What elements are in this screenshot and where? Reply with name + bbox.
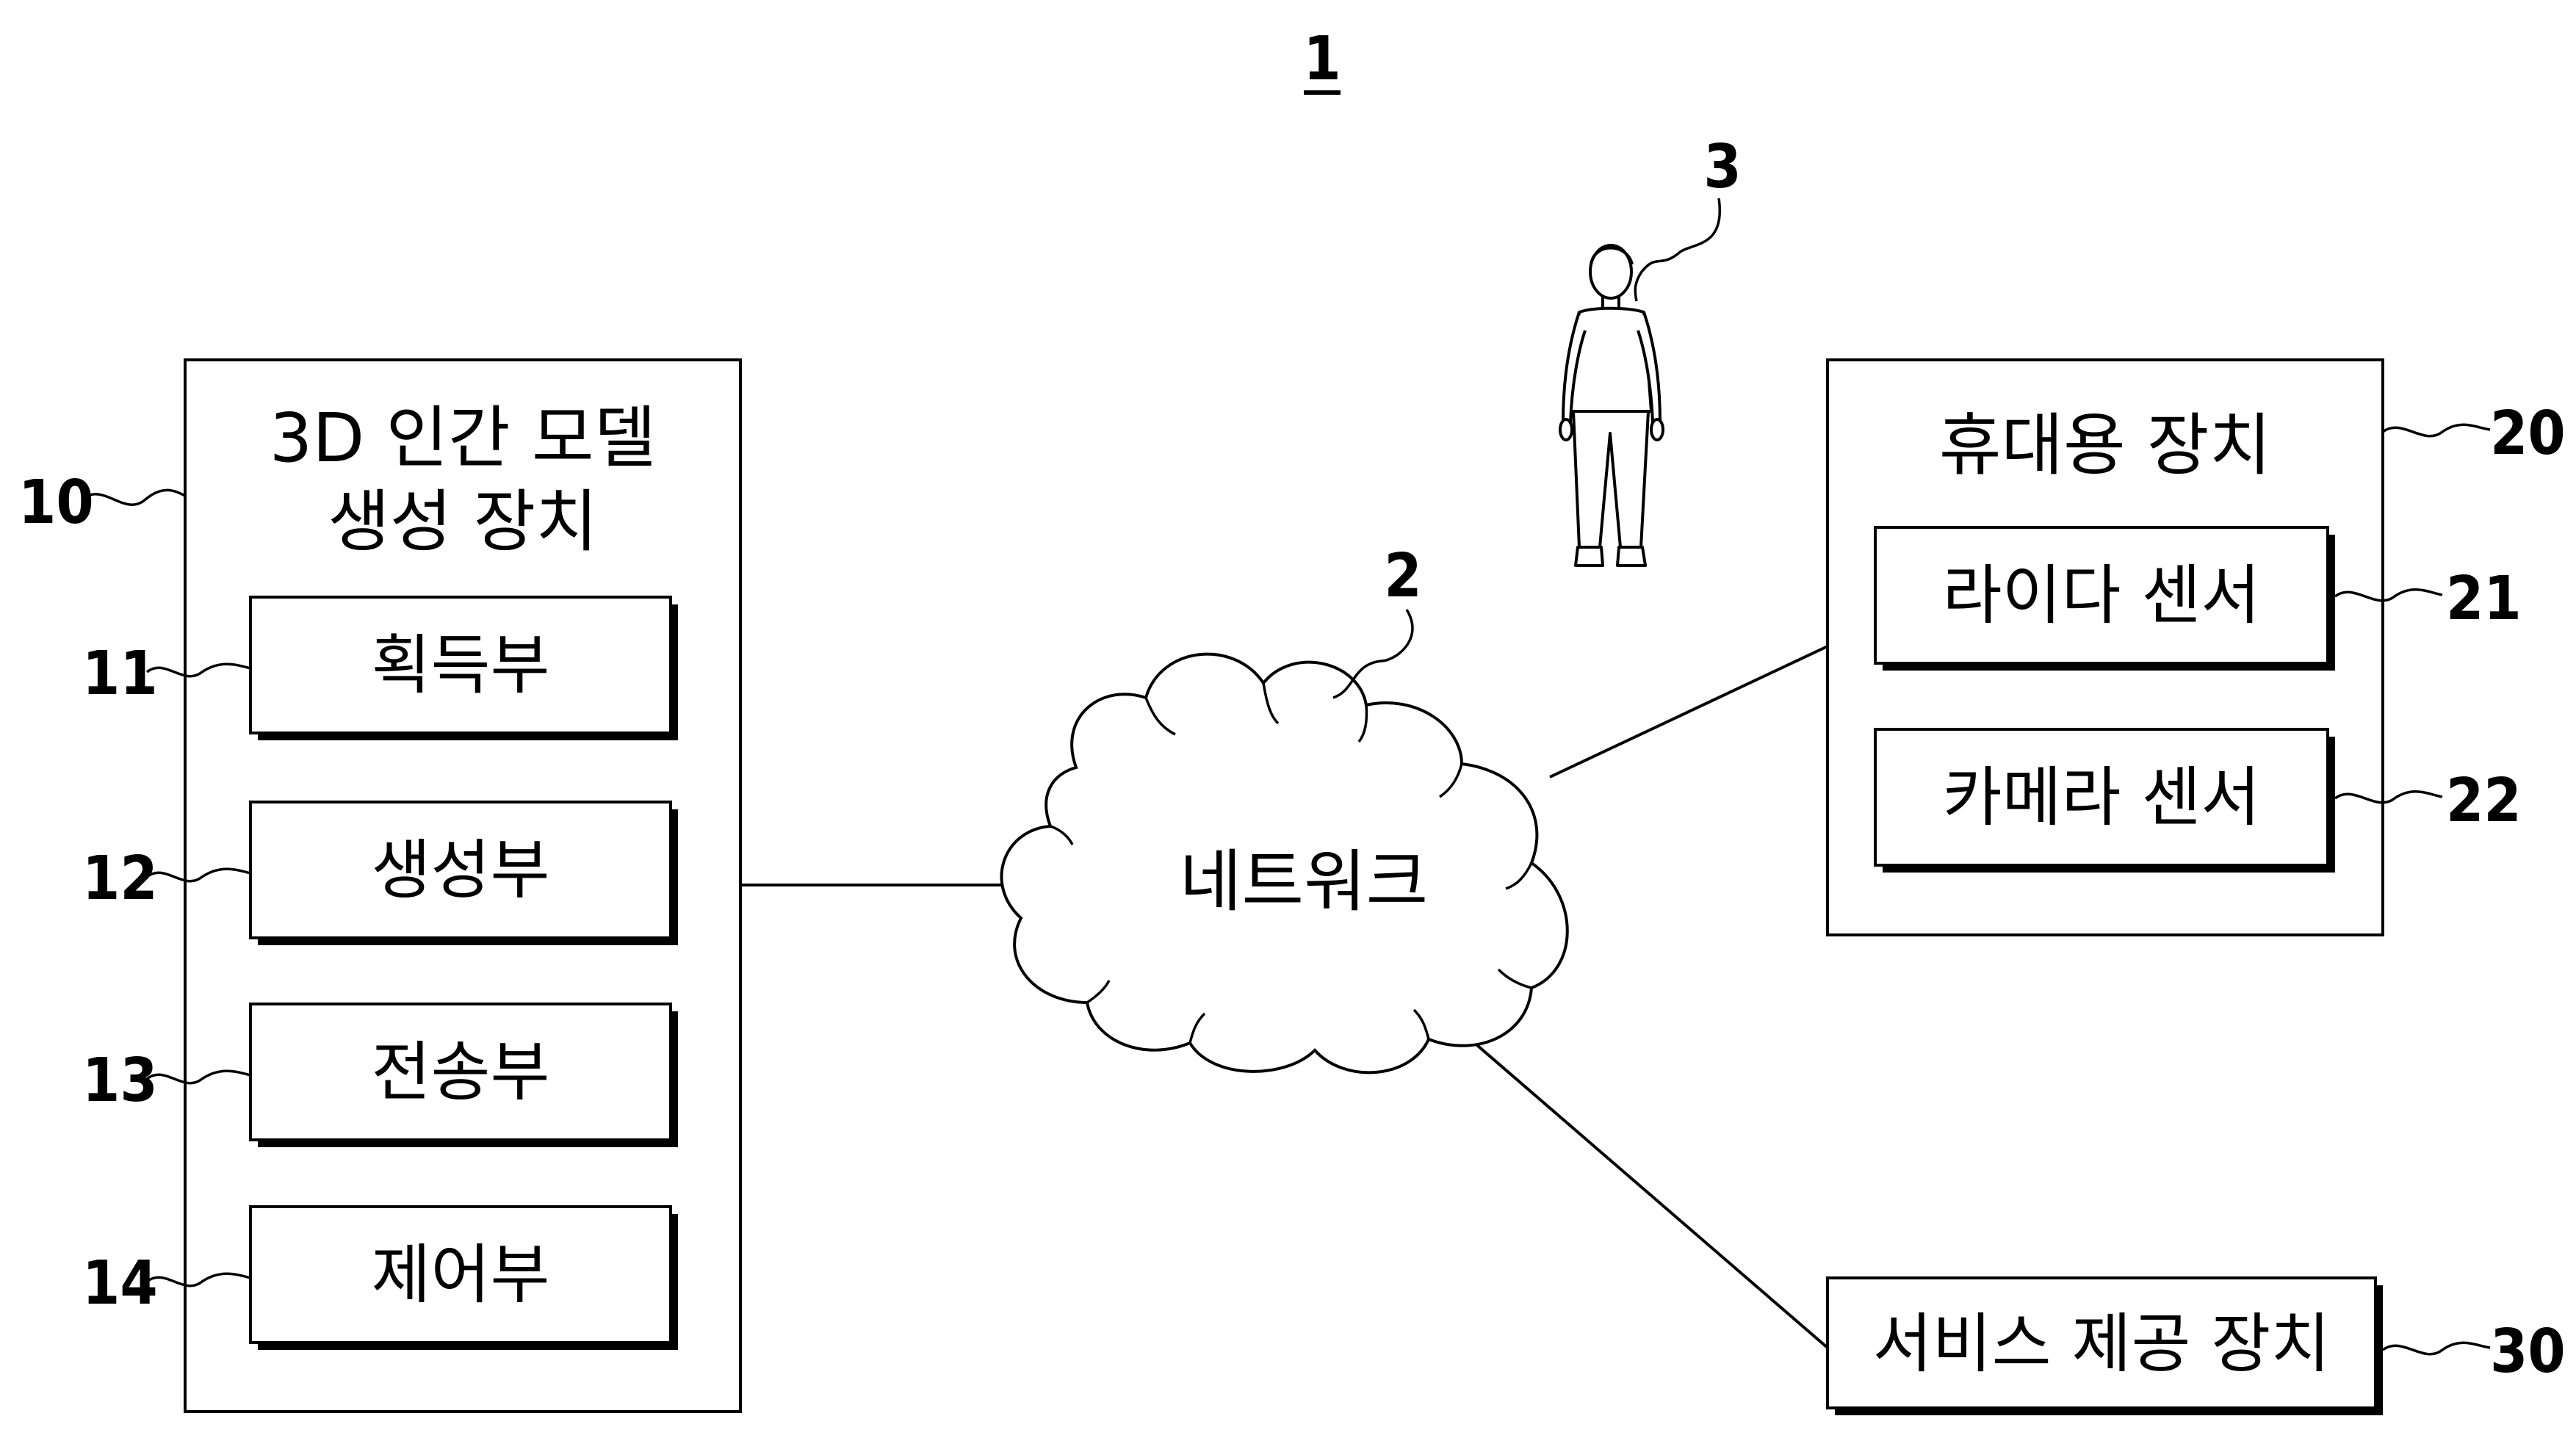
ref-30: 30 xyxy=(2490,1317,2566,1387)
leader-10 xyxy=(81,488,186,506)
leader-3 xyxy=(1634,198,1722,302)
leader-14 xyxy=(145,1272,251,1287)
service-device-label: 서비스 제공 장치 xyxy=(1873,1306,2331,1381)
service-device-box xyxy=(1826,1276,2377,1409)
service-device: 서비스 제공 장치 xyxy=(1826,1276,2383,1415)
leader-30 xyxy=(2381,1341,2491,1356)
leader-11 xyxy=(145,662,251,678)
portable-device-title: 휴대용 장치 xyxy=(1939,406,2271,485)
portable-device: 휴대용 장치 라이다 센서 카메라 센서 xyxy=(1826,358,2384,936)
unit-acquisition-label: 획득부 xyxy=(372,627,550,703)
network-label: 네트워크 xyxy=(1180,842,1429,921)
unit-acquisition xyxy=(249,596,672,734)
link-network-service xyxy=(1471,1040,1829,1349)
leader-20 xyxy=(2381,423,2491,438)
camera-sensor xyxy=(1874,728,2329,867)
cloud-shape xyxy=(1000,652,1569,1074)
unit-control xyxy=(249,1205,672,1344)
device-3d-title-1: 3D 인간 모델 xyxy=(270,399,656,477)
figure-number: 1 xyxy=(1303,24,1341,94)
ref-13: 13 xyxy=(82,1046,158,1116)
ref-3: 3 xyxy=(1703,132,1741,202)
leader-2 xyxy=(1332,609,1414,699)
leader-12 xyxy=(145,867,251,883)
ref-14: 14 xyxy=(82,1249,158,1318)
device-3d-title-2: 생성 장치 xyxy=(328,483,598,561)
camera-sensor-label: 카메라 센서 xyxy=(1943,759,2261,835)
ref-2: 2 xyxy=(1384,541,1421,611)
ref-12: 12 xyxy=(82,844,158,914)
ref-22: 22 xyxy=(2446,766,2522,836)
ref-11: 11 xyxy=(82,639,158,709)
leader-13 xyxy=(145,1069,251,1085)
unit-control-label: 제어부 xyxy=(372,1237,550,1312)
link-network-portable xyxy=(1549,645,1828,779)
device-3d-model: 3D 인간 모델 생성 장치 획득부 생성부 전송부 제어부 xyxy=(184,358,742,1413)
ref-20: 20 xyxy=(2490,399,2566,469)
leader-21 xyxy=(2334,588,2443,602)
lidar-sensor xyxy=(1874,526,2329,665)
leader-22 xyxy=(2334,790,2443,804)
unit-generation-label: 생성부 xyxy=(372,832,550,908)
lidar-sensor-label: 라이다 센서 xyxy=(1943,557,2261,633)
unit-transmission-label: 전송부 xyxy=(372,1034,550,1110)
network-cloud: 네트워크 xyxy=(1000,652,1569,1074)
unit-transmission xyxy=(249,1003,672,1141)
ref-21: 21 xyxy=(2446,564,2522,634)
unit-generation xyxy=(249,801,672,939)
person-icon xyxy=(1559,244,1664,567)
ref-10: 10 xyxy=(18,468,94,538)
